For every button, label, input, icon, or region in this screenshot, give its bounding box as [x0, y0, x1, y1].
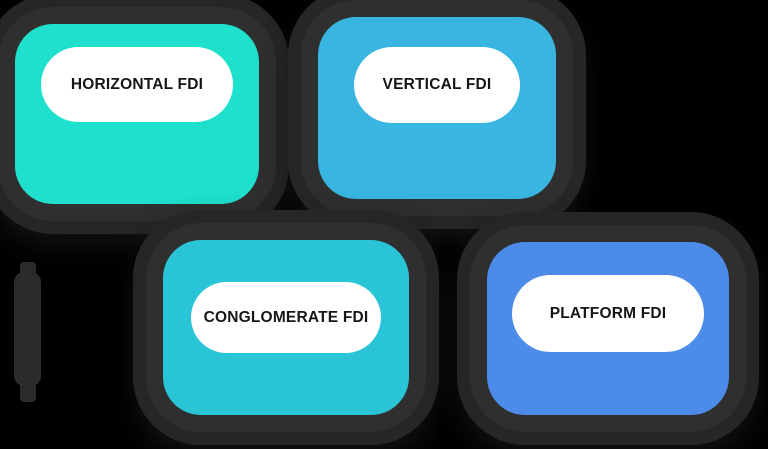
label-pill-conglomerate-fdi: CONGLOMERATE FDI — [191, 282, 381, 353]
card-conglomerate-fdi: CONGLOMERATE FDI — [163, 240, 409, 415]
card-label-vertical-fdi: VERTICAL FDI — [382, 76, 492, 93]
card-platform-fdi: PLATFORM FDI — [487, 242, 729, 415]
label-pill-horizontal-fdi: HORIZONTAL FDI — [41, 47, 233, 122]
card-label-platform-fdi: PLATFORM FDI — [549, 304, 667, 322]
card-horizontal-fdi: HORIZONTAL FDI — [15, 24, 259, 204]
card-label-conglomerate-fdi: CONGLOMERATE FDI — [203, 308, 369, 326]
card-vertical-fdi: VERTICAL FDI — [318, 17, 556, 199]
label-pill-vertical-fdi: VERTICAL FDI — [354, 47, 520, 123]
left-accent-bar — [14, 272, 41, 386]
label-pill-platform-fdi: PLATFORM FDI — [512, 275, 704, 352]
card-label-horizontal-fdi: HORIZONTAL FDI — [70, 75, 204, 93]
